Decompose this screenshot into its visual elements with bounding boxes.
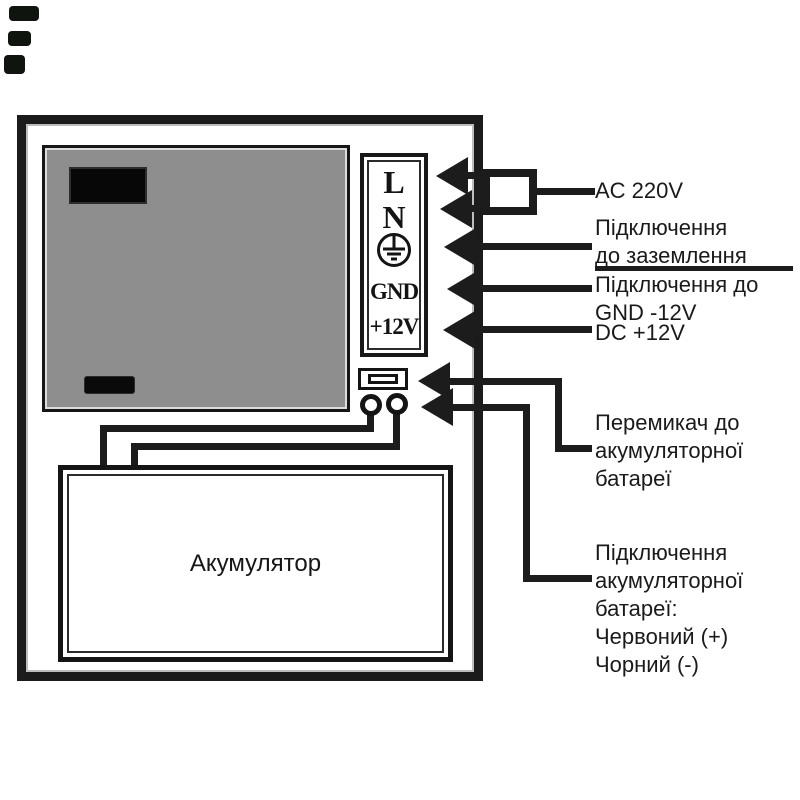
battery-wire-left [100, 425, 374, 432]
terminal-12V: +12V [369, 314, 420, 339]
terminal-block: L N GND +12V [360, 153, 428, 357]
leader-12v [465, 326, 592, 333]
battery-wire-left [100, 425, 107, 467]
leader-ac [537, 188, 595, 195]
leader-switch [555, 378, 562, 452]
smudge-mark [4, 55, 25, 74]
arrow-terminal-12v [443, 311, 475, 349]
battery-wire-left [367, 414, 374, 432]
terminal-earth [364, 232, 424, 268]
terminal-GND: GND [369, 279, 419, 304]
arrow-terminal-n [440, 190, 472, 228]
leader-battery [443, 404, 530, 411]
callout-earth-connection: Підключення до заземлення [595, 215, 747, 268]
smudge-mark [8, 31, 31, 46]
battery-label: Акумулятор [189, 549, 322, 577]
callout-battery-switch: Перемикач до акумуляторної батареї [595, 410, 744, 491]
earth-ground-icon [376, 233, 412, 272]
callout-gnd-12v: Підключення до GND -12V [595, 272, 759, 325]
arrow-terminal-gnd [447, 270, 479, 308]
battery-switch-contact [368, 374, 398, 384]
battery-wire-right [393, 414, 400, 450]
wiring-slot [84, 376, 135, 394]
battery-terminal-right [386, 393, 408, 415]
terminal-L: L [383, 164, 405, 200]
display-window [69, 167, 147, 204]
arrow-battery-terminals [421, 388, 453, 426]
callout-battery-connection: Підключення акумуляторної батареї: Черво… [595, 540, 744, 677]
arrow-terminal-l [436, 157, 468, 195]
leader-ac-l [458, 172, 490, 179]
enclosure-box [17, 115, 483, 681]
leader-battery [523, 575, 592, 582]
battery-switch [358, 368, 408, 390]
leader-switch [555, 445, 592, 452]
battery-wire-right [131, 443, 400, 450]
divider-line [595, 266, 793, 271]
leader-battery [523, 404, 530, 582]
leader-switch [440, 378, 562, 385]
battery-box: Акумулятор [58, 465, 453, 662]
battery-terminal-left [360, 394, 382, 416]
leader-earth [466, 243, 592, 250]
callout-ac-220v: AC 220V [595, 178, 684, 203]
leader-ac-loop [482, 169, 537, 215]
leader-gnd [469, 285, 592, 292]
battery-wire-right [131, 443, 138, 467]
smudge-mark [9, 6, 39, 21]
leader-ac-n [462, 205, 490, 212]
terminal-N: N [382, 199, 406, 235]
psu-board [42, 145, 350, 412]
arrow-terminal-earth [444, 228, 476, 266]
callout-dc-12v: DC +12V [595, 320, 685, 345]
